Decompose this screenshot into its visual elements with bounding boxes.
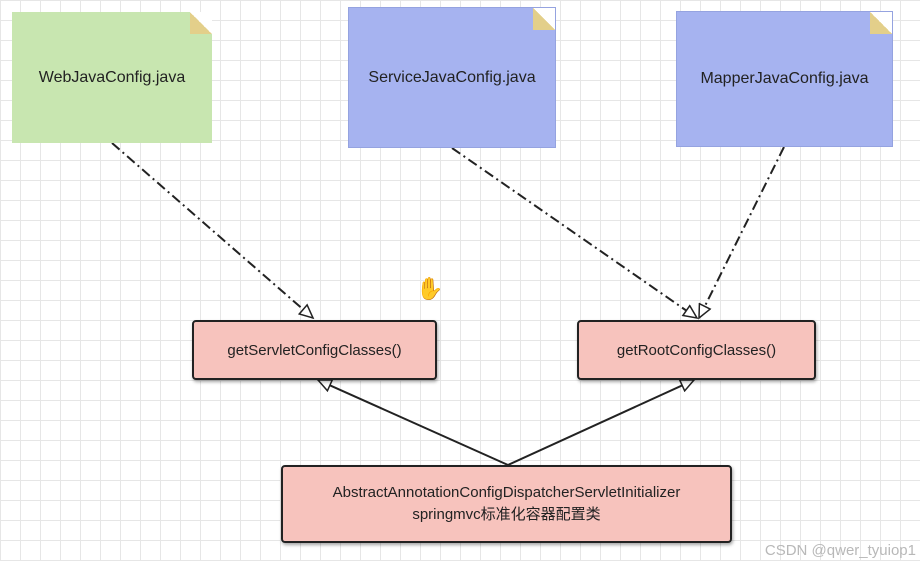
get-root-config-classes-box[interactable]: getRootConfigClasses() (577, 320, 816, 380)
initializer-box[interactable]: AbstractAnnotationConfigDispatcherServle… (281, 465, 732, 543)
arrow-mapper-to-root (698, 146, 785, 318)
mapper-java-config-label: MapperJavaConfig.java (700, 70, 869, 87)
note-fold-icon (190, 12, 212, 34)
arrow-service-to-root (451, 147, 697, 318)
hand-cursor-icon: ✋ (416, 276, 444, 301)
web-java-config-note[interactable]: WebJavaConfig.java (12, 12, 212, 143)
service-java-config-label: ServiceJavaConfig.java (368, 68, 536, 86)
initializer-class-name: AbstractAnnotationConfigDispatcherServle… (332, 484, 681, 501)
web-java-config-label: WebJavaConfig.java (38, 68, 186, 86)
arrow-web-to-servlet (111, 142, 313, 318)
get-servlet-config-classes-label: getServletConfigClasses() (227, 341, 402, 359)
watermark: CSDN @qwer_tyuiop1 (764, 542, 916, 559)
get-servlet-config-classes-box[interactable]: getServletConfigClasses() (192, 320, 437, 380)
arrow-initializer-to-servlet (318, 380, 509, 466)
note-fold-icon (533, 8, 555, 30)
arrow-initializer-to-root (507, 379, 694, 466)
note-fold-icon (870, 12, 892, 34)
service-java-config-note[interactable]: ServiceJavaConfig.java (348, 7, 556, 148)
get-root-config-classes-label: getRootConfigClasses() (616, 341, 777, 359)
mapper-java-config-note[interactable]: MapperJavaConfig.java (676, 11, 893, 147)
initializer-description: springmvc标准化容器配置类 (412, 506, 601, 523)
